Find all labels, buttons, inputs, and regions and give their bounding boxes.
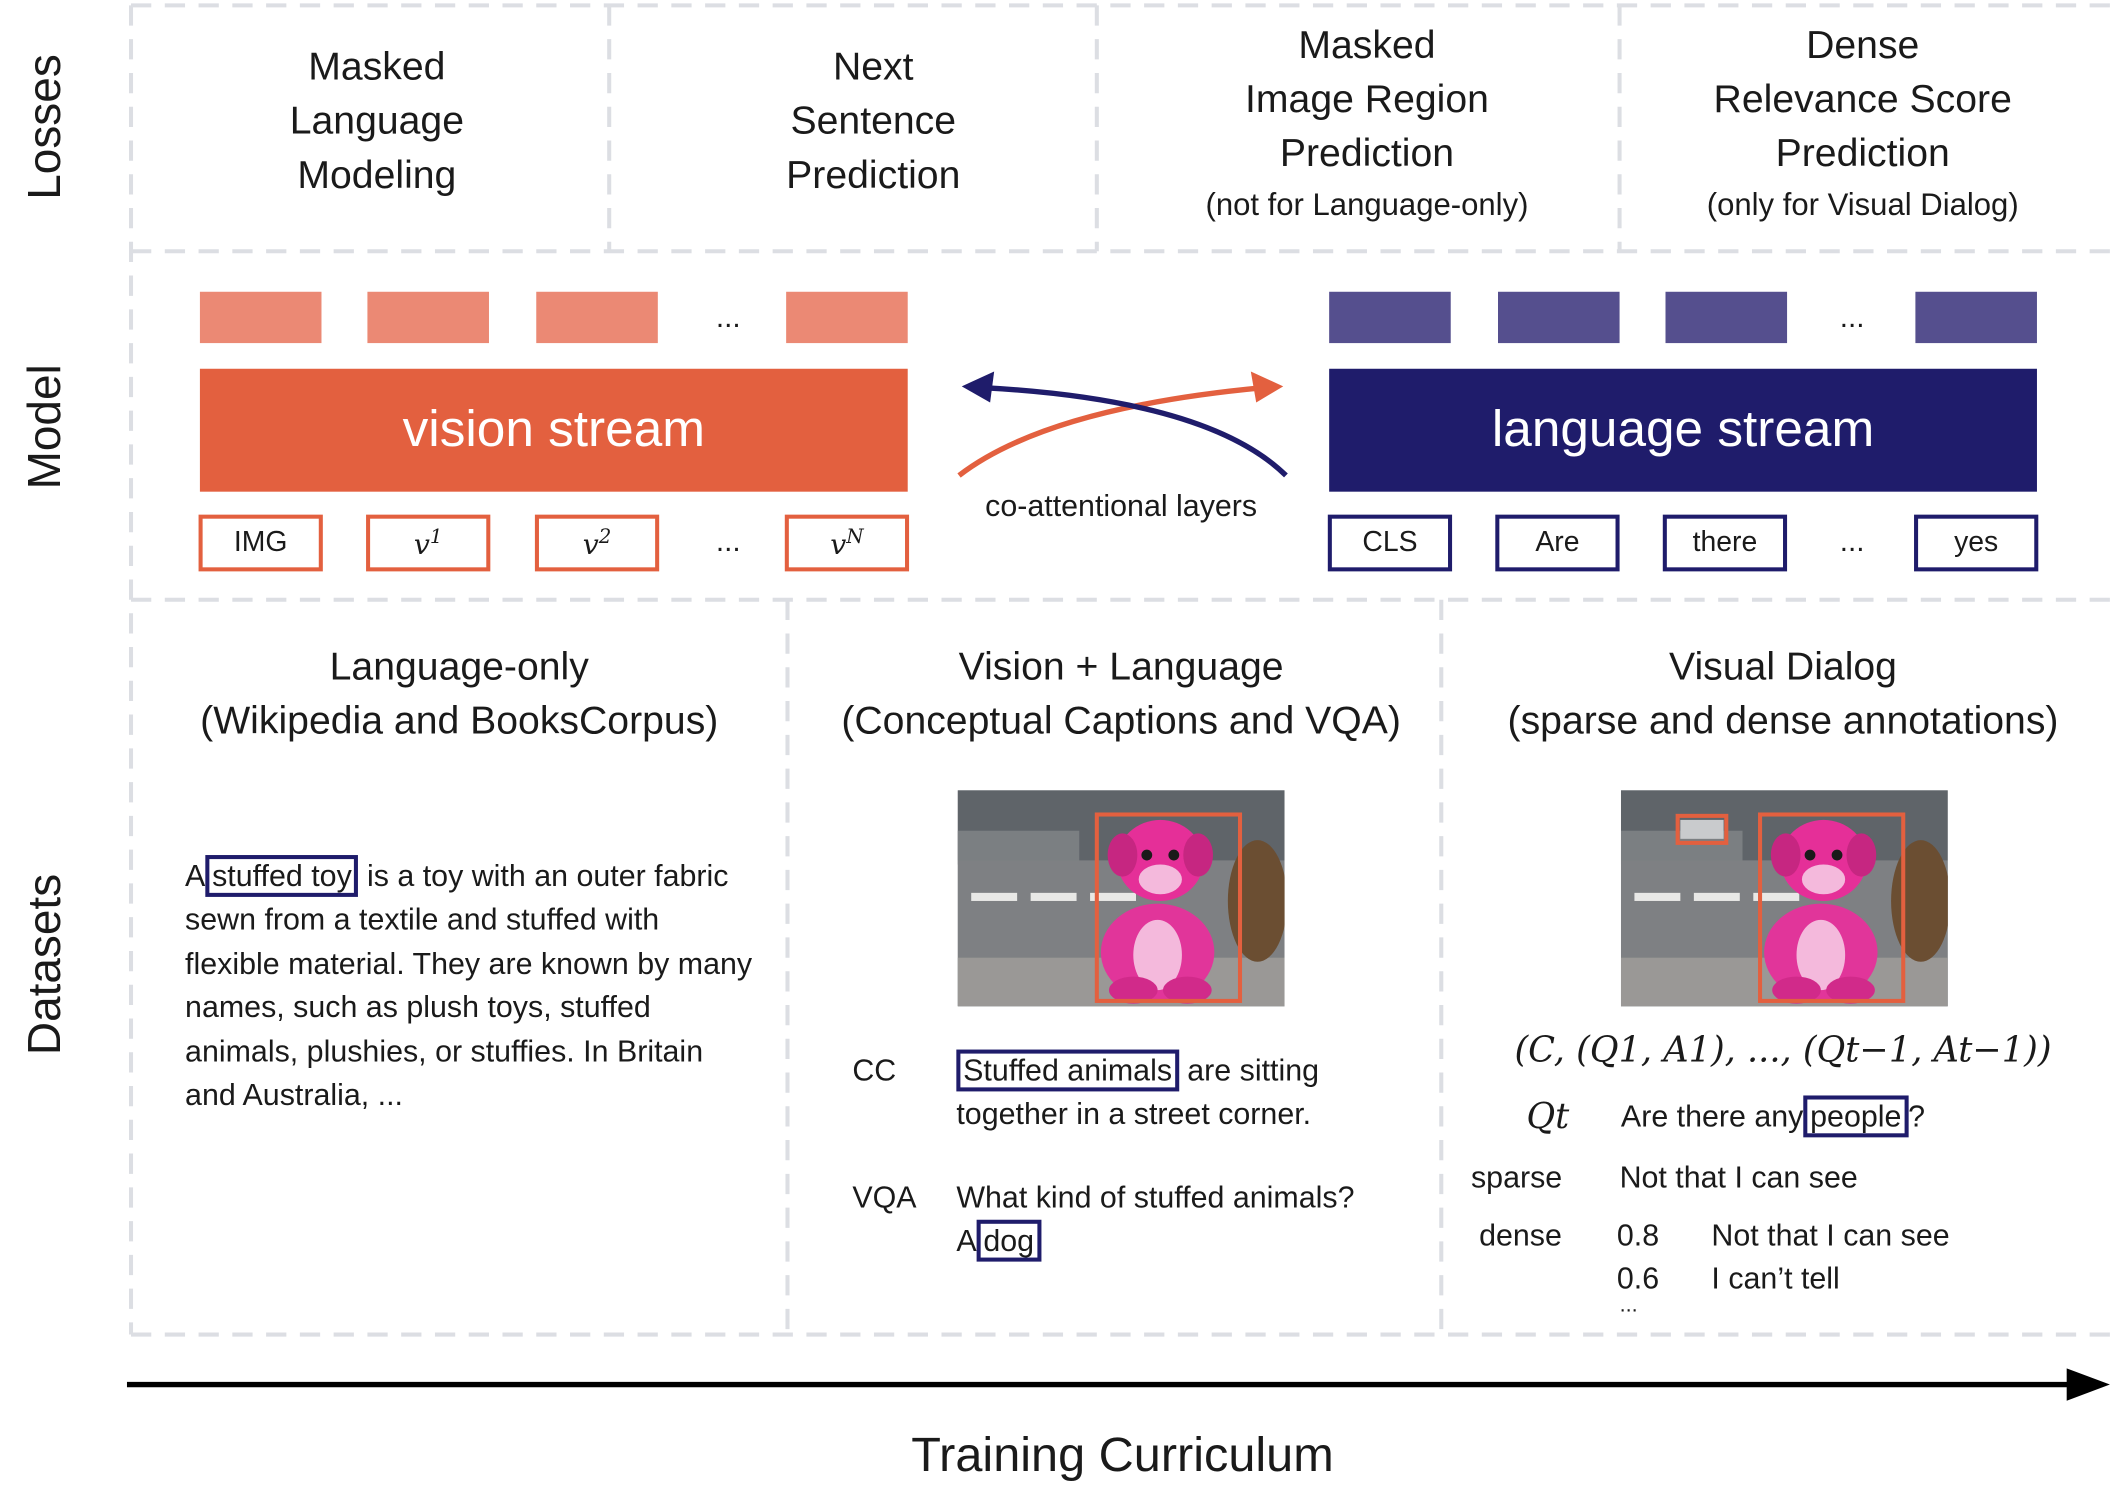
- language-output-3: [1665, 291, 1788, 344]
- dense-label: dense: [1479, 1218, 1562, 1253]
- dense-answer-1: Not that I can see: [1711, 1218, 1950, 1253]
- language-stream-box: language stream: [1329, 368, 2037, 492]
- token-there-label: there: [1692, 526, 1758, 558]
- vision-language-subtitle: (Conceptual Captions and VQA): [841, 699, 1401, 743]
- loss-note: (not for Language-only): [1205, 186, 1529, 222]
- token-there: there: [1662, 514, 1788, 572]
- vision-output-2: [367, 291, 489, 344]
- model-row-label: Model: [19, 364, 71, 490]
- token-cls: CLS: [1327, 514, 1453, 572]
- highlight-dog: dog: [976, 1220, 1041, 1263]
- vision-language-header: Vision + Language (Conceptual Captions a…: [787, 640, 1454, 748]
- token-v2-label: v2: [582, 525, 612, 561]
- highlight-stuffed-toy: stuffed toy: [205, 855, 359, 897]
- loss-masked-image-region-prediction: Masked Image Region Prediction (not for …: [1097, 19, 1637, 227]
- loss-title: Next Sentence Prediction: [786, 45, 961, 198]
- vision-token-ellipsis: ...: [715, 524, 741, 558]
- token-img-label: IMG: [233, 526, 288, 558]
- language-only-title: Language-only: [329, 645, 589, 689]
- stuffed-animal-photo-visdial: [1620, 790, 1948, 1007]
- datasets-row-label: Datasets: [19, 873, 71, 1056]
- token-v2: v2: [534, 514, 660, 572]
- curriculum-arrow: [126, 1368, 2110, 1401]
- language-stream-label: language stream: [1491, 401, 1875, 458]
- sparse-answer: Not that I can see: [1619, 1160, 1858, 1195]
- visual-dialog-header: Visual Dialog (sparse and dense annotati…: [1441, 640, 2118, 748]
- vision-output-1: [199, 291, 322, 344]
- language-only-subtitle: (Wikipedia and BooksCorpus): [200, 699, 719, 743]
- loss-title: Masked Language Modeling: [289, 45, 465, 198]
- token-are: Are: [1495, 514, 1620, 572]
- losses-row-label: Losses: [19, 54, 71, 200]
- token-v1: v1: [366, 514, 491, 572]
- vision-stream-box: vision stream: [199, 368, 908, 492]
- dense-score-1: 0.8: [1616, 1218, 1660, 1253]
- loss-title: Dense Relevance Score Prediction: [1713, 24, 2012, 176]
- vision-output-3: [536, 291, 658, 344]
- question-label: Qt: [1526, 1096, 1570, 1138]
- co-attention-arrows: [957, 371, 1288, 478]
- token-vN: vN: [784, 514, 910, 572]
- token-yes: yes: [1914, 514, 2039, 572]
- vision-language-title: Vision + Language: [958, 645, 1284, 689]
- loss-masked-language-modeling: Masked Language Modeling: [131, 41, 623, 203]
- vqa-question: What kind of stuffed animals?: [956, 1180, 1355, 1215]
- token-yes-label: yes: [1954, 526, 1999, 558]
- sparse-label: sparse: [1470, 1160, 1563, 1195]
- dense-answer-2: I can’t tell: [1711, 1261, 1840, 1296]
- visual-dialog-subtitle: (sparse and dense annotations): [1507, 699, 2059, 743]
- dense-more: ...: [1619, 1294, 1638, 1318]
- cc-label: CC: [852, 1053, 897, 1088]
- token-v1-label: v1: [413, 525, 443, 561]
- language-output-2: [1498, 291, 1620, 344]
- token-vN-label: vN: [830, 525, 864, 561]
- vqa-label: VQA: [852, 1180, 917, 1215]
- loss-next-sentence-prediction: Next Sentence Prediction: [609, 41, 1137, 203]
- highlight-stuffed-animals: Stuffed animals: [956, 1049, 1179, 1092]
- token-are-label: Are: [1535, 526, 1580, 558]
- loss-dense-relevance-score-prediction: Dense Relevance Score Prediction (only f…: [1620, 19, 2106, 227]
- language-token-ellipsis: ...: [1839, 524, 1865, 558]
- loss-title: Masked Image Region Prediction: [1245, 24, 1489, 176]
- cc-caption: Stuffed animals are sitting together in …: [956, 1049, 1415, 1138]
- dialog-history-formula: (C, (Q1, A1), ..., (Qt−1, At−1)): [1514, 1030, 2052, 1072]
- vision-stream-label: vision stream: [402, 401, 705, 458]
- loss-note: (only for Visual Dialog): [1706, 186, 2019, 222]
- visual-dialog-title: Visual Dialog: [1669, 645, 1897, 689]
- language-output-ellipsis: ...: [1839, 299, 1865, 334]
- curriculum-axis-label: Training Curriculum: [911, 1426, 1334, 1482]
- highlight-people: people: [1803, 1095, 1909, 1138]
- dense-score-2: 0.6: [1616, 1261, 1660, 1296]
- language-output-n: [1915, 291, 2037, 344]
- co-attention-label: co-attentional layers: [985, 488, 1258, 523]
- stuffed-animal-photo-cc: [957, 790, 1285, 1007]
- vision-output-n: [786, 291, 908, 344]
- vision-output-ellipsis: ...: [715, 299, 741, 334]
- language-only-header: Language-only (Wikipedia and BooksCorpus…: [131, 640, 787, 748]
- token-img: IMG: [198, 514, 323, 572]
- language-output-1: [1329, 291, 1451, 344]
- token-cls-label: CLS: [1362, 526, 1418, 558]
